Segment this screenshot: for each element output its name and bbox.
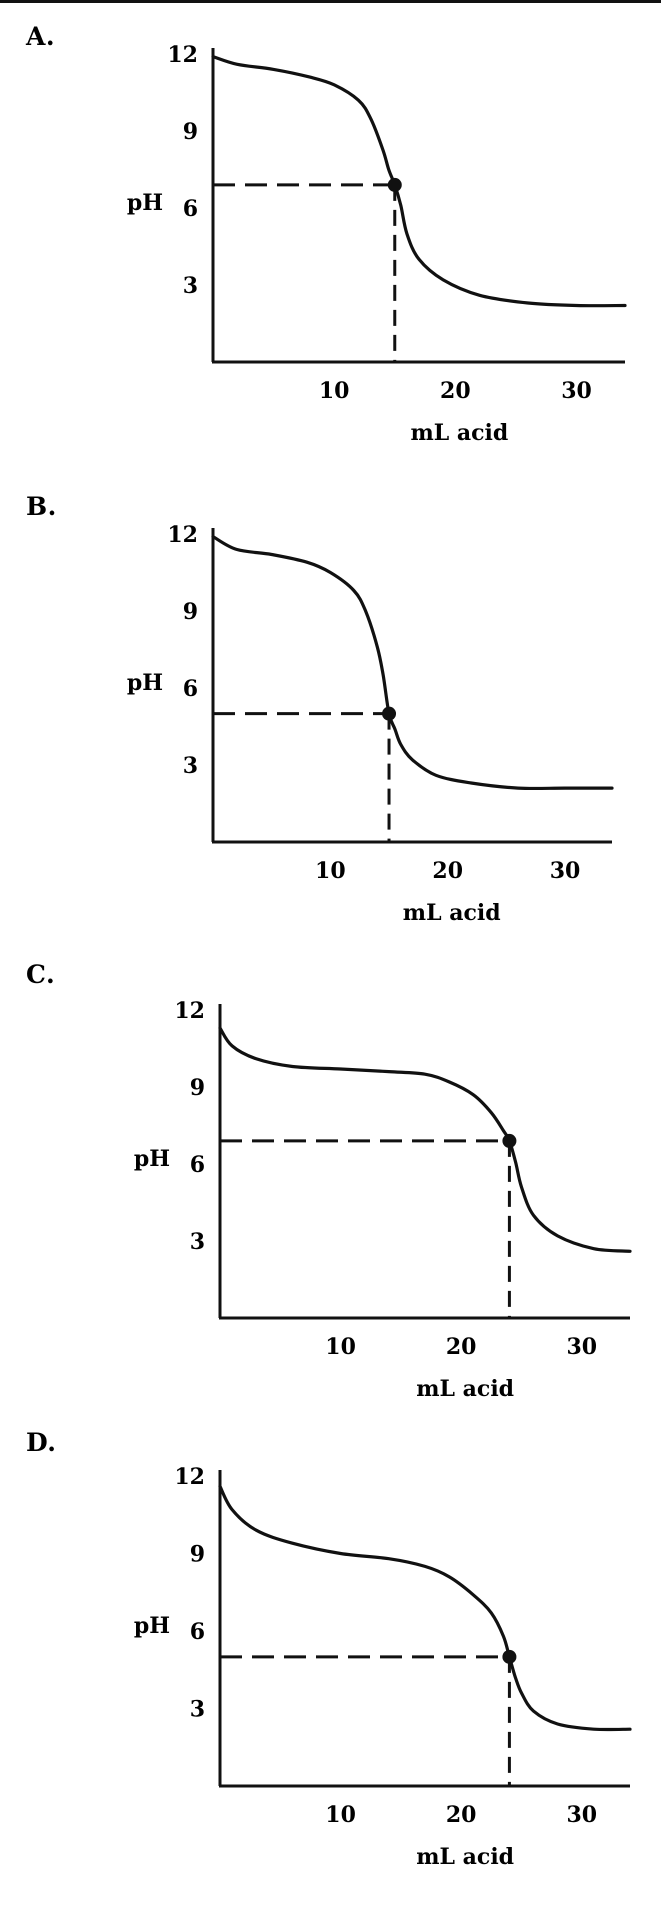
titration-curve: [218, 1484, 632, 1732]
panel-label: B.: [26, 492, 57, 521]
panel-label: C.: [26, 960, 56, 989]
x-axis-title: mL acid: [416, 1376, 514, 1402]
titration-plot: 3 6 9 12 pH 10 20 30 mL acid: [134, 998, 632, 1402]
y-tick-label: 6: [183, 676, 198, 702]
titration-curve: [211, 55, 627, 308]
equivalence-point: [387, 177, 402, 192]
y-tick-label: 3: [190, 1697, 205, 1723]
x-tick-label: 20: [432, 858, 463, 884]
y-tick-label: 6: [183, 196, 198, 222]
y-axis-title: pH: [127, 190, 163, 216]
x-tick-label: 30: [561, 378, 592, 404]
titration-plot: 3 6 9 12 pH 10 20 30 mL acid: [127, 42, 627, 446]
x-axis-title: mL acid: [403, 900, 501, 926]
top-rule: [0, 0, 661, 3]
y-axis-title: pH: [134, 1146, 170, 1172]
chart-panel-c: C. 3 6 9 12 pH 10 20 30 mL acid: [0, 938, 661, 1408]
y-axis-title: pH: [127, 670, 163, 696]
y-tick-label: 9: [183, 119, 198, 145]
y-tick-label: 12: [174, 1464, 205, 1490]
equivalence-point: [502, 1133, 517, 1148]
x-tick-label: 10: [325, 1334, 356, 1360]
x-tick-label: 20: [440, 378, 471, 404]
y-tick-label: 3: [183, 273, 198, 299]
y-tick-label: 9: [183, 599, 198, 625]
x-tick-label: 10: [325, 1802, 356, 1828]
y-tick-label: 6: [190, 1152, 205, 1178]
x-axis-title: mL acid: [416, 1844, 514, 1870]
titration-curve: [218, 1026, 632, 1253]
panel-label: A.: [26, 22, 56, 51]
chart-panel-a: A. 3 6 9 12 pH 10 20 30 mL acid: [0, 0, 661, 470]
y-tick-label: 12: [174, 998, 205, 1024]
titration-curve: [211, 535, 614, 791]
y-tick-label: 3: [183, 753, 198, 779]
y-tick-label: 12: [167, 522, 198, 548]
y-tick-label: 12: [167, 42, 198, 68]
equivalence-point: [382, 706, 397, 721]
equivalence-point: [502, 1649, 517, 1664]
x-tick-label: 20: [446, 1334, 477, 1360]
x-tick-label: 20: [446, 1802, 477, 1828]
chart-panel-b: B. 3 6 9 12 pH 10 20 30 mL acid: [0, 470, 661, 940]
y-tick-label: 9: [190, 1075, 205, 1101]
y-tick-label: 3: [190, 1229, 205, 1255]
y-tick-label: 9: [190, 1542, 205, 1568]
x-tick-label: 30: [566, 1334, 597, 1360]
x-tick-label: 30: [566, 1802, 597, 1828]
y-axis-title: pH: [134, 1613, 170, 1639]
titration-plot: 3 6 9 12 pH 10 20 30 mL acid: [134, 1464, 632, 1870]
x-tick-label: 10: [315, 858, 346, 884]
x-tick-label: 30: [550, 858, 581, 884]
titration-plot: 3 6 9 12 pH 10 20 30 mL acid: [127, 522, 614, 926]
panel-label: D.: [26, 1428, 57, 1457]
x-axis-title: mL acid: [410, 420, 508, 446]
x-tick-label: 10: [319, 378, 350, 404]
chart-panel-d: D. 3 6 9 12 pH 10 20 30 mL acid: [0, 1406, 661, 1876]
y-tick-label: 6: [190, 1619, 205, 1645]
